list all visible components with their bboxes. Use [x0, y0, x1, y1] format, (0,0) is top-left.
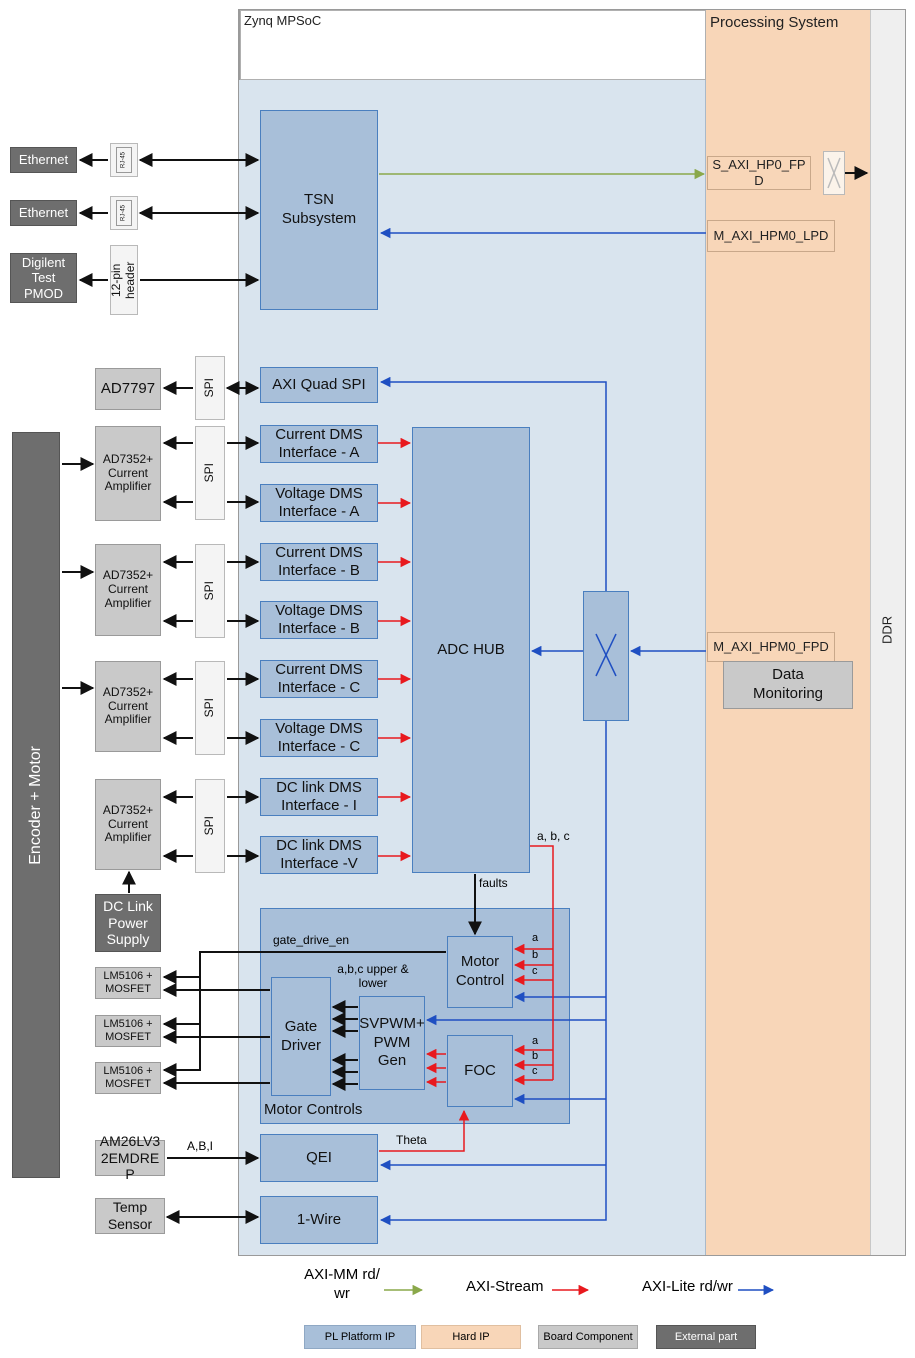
- spi-connector-b: SPI: [195, 544, 225, 638]
- mc-b-label: b: [532, 949, 539, 961]
- svpwm-pwm-gen: SVPWM+ PWM Gen: [359, 996, 425, 1090]
- mc-a-label: a: [532, 932, 539, 944]
- legend-axi-lite-label: AXI-Lite rd/wr: [642, 1278, 733, 1295]
- dc-link-power-supply: DC Link Power Supply: [95, 894, 161, 952]
- qei: QEI: [260, 1134, 378, 1182]
- current-dms-b: Current DMS Interface - B: [260, 543, 378, 581]
- motor-control: Motor Control: [447, 936, 513, 1008]
- rj45-label: RJ-45: [116, 200, 132, 226]
- current-dms-c: Current DMS Interface - C: [260, 660, 378, 698]
- spi-label: SPI: [202, 463, 217, 483]
- gate-drive-en-label: gate_drive_en: [273, 933, 350, 947]
- header-connector: 12-pin header: [109, 245, 138, 315]
- abc-label: a, b, c: [537, 829, 570, 843]
- zynq-label: Zynq MPSoC: [244, 13, 322, 28]
- foc-a-label: a: [532, 1035, 539, 1047]
- dc-link-dms-v: DC link DMS Interface -V: [260, 836, 378, 874]
- lm5106-mosfet-3: LM5106 + MOSFET: [95, 1062, 161, 1094]
- adc-hub: ADC HUB: [412, 427, 530, 873]
- ethernet-2: Ethernet: [10, 200, 77, 226]
- header-label: 12-pin header: [109, 261, 137, 299]
- motor-controls-label: Motor Controls: [264, 1101, 363, 1118]
- ad7352-chip-c: AD7352+ Current Amplifier: [95, 661, 161, 752]
- ad7352-chip-dc: AD7352+ Current Amplifier: [95, 779, 161, 870]
- voltage-dms-b: Voltage DMS Interface - B: [260, 601, 378, 639]
- ps-label: Processing System: [710, 14, 839, 31]
- spi-label: SPI: [202, 581, 217, 601]
- spi-connector-c: SPI: [195, 661, 225, 755]
- spi-label: SPI: [202, 816, 217, 836]
- voltage-dms-c: Voltage DMS Interface - C: [260, 719, 378, 757]
- rj45-connector-2: RJ-45: [110, 196, 138, 230]
- am26lv32-chip: AM26LV32EMDREP: [95, 1133, 165, 1182]
- lm5106-mosfet-1: LM5106 + MOSFET: [95, 967, 161, 999]
- gate-driver: Gate Driver: [271, 977, 331, 1096]
- ethernet-1: Ethernet: [10, 147, 77, 173]
- ad7352-chip-a: AD7352+ Current Amplifier: [95, 426, 161, 521]
- faults-label: faults: [479, 876, 508, 890]
- foc-c-label: c: [532, 1065, 538, 1077]
- axi-quad-spi: AXI Quad SPI: [260, 367, 378, 403]
- m-axi-hpm0-lpd-port: M_AXI_HPM0_LPD: [707, 220, 835, 252]
- ad7797-chip: AD7797: [95, 368, 161, 410]
- spi-label: SPI: [202, 378, 217, 398]
- s-axi-hp0-fpd-port: S_AXI_HP0_FPD: [707, 156, 811, 190]
- abi-label: A,B,I: [187, 1139, 214, 1153]
- ps-interconnect: [823, 151, 845, 195]
- spi-connector-dc: SPI: [195, 779, 225, 873]
- zynq-title-box: [240, 10, 706, 80]
- legend-axi-mm-label: AXI-MM rd/ wr: [304, 1266, 380, 1302]
- spi-label: SPI: [202, 698, 217, 718]
- digilent-pmod: Digilent Test PMOD: [10, 253, 77, 303]
- tsn-subsystem: TSN Subsystem: [260, 110, 378, 310]
- encoder-motor: Encoder + Motor: [12, 432, 60, 1178]
- legend-board-component: Board Component: [538, 1325, 638, 1349]
- current-dms-a: Current DMS Interface - A: [260, 425, 378, 463]
- abc-upper-lower-label: a,b,c upper & lower: [337, 962, 409, 990]
- m-axi-hpm0-fpd-port: M_AXI_HPM0_FPD: [707, 632, 835, 662]
- legend-axi-stream-label: AXI-Stream: [466, 1278, 544, 1295]
- temp-sensor: Temp Sensor: [95, 1198, 165, 1234]
- rj45-label: RJ-45: [116, 147, 132, 173]
- mc-c-label: c: [532, 965, 538, 977]
- legend-external-part: External part: [656, 1325, 756, 1349]
- theta-label: Theta: [396, 1133, 427, 1147]
- ad7352-chip-b: AD7352+ Current Amplifier: [95, 544, 161, 636]
- legend-hard-ip: Hard IP: [421, 1325, 521, 1349]
- data-monitoring-box: Data Monitoring: [723, 661, 853, 709]
- ddr-region: [870, 10, 905, 1255]
- foc-b-label: b: [532, 1050, 539, 1062]
- spi-connector-a: SPI: [195, 426, 225, 520]
- spi-connector-0: SPI: [195, 356, 225, 420]
- legend-pl-platform-ip: PL Platform IP: [304, 1325, 416, 1349]
- rj45-connector-1: RJ-45: [110, 143, 138, 177]
- foc: FOC: [447, 1035, 513, 1107]
- dc-link-dms-i: DC link DMS Interface - I: [260, 778, 378, 816]
- axi-interconnect: [583, 591, 629, 721]
- ddr-label: DDR: [879, 615, 895, 645]
- one-wire: 1-Wire: [260, 1196, 378, 1244]
- encoder-motor-label: Encoder + Motor: [27, 745, 44, 865]
- lm5106-mosfet-2: LM5106 + MOSFET: [95, 1015, 161, 1047]
- voltage-dms-a: Voltage DMS Interface - A: [260, 484, 378, 522]
